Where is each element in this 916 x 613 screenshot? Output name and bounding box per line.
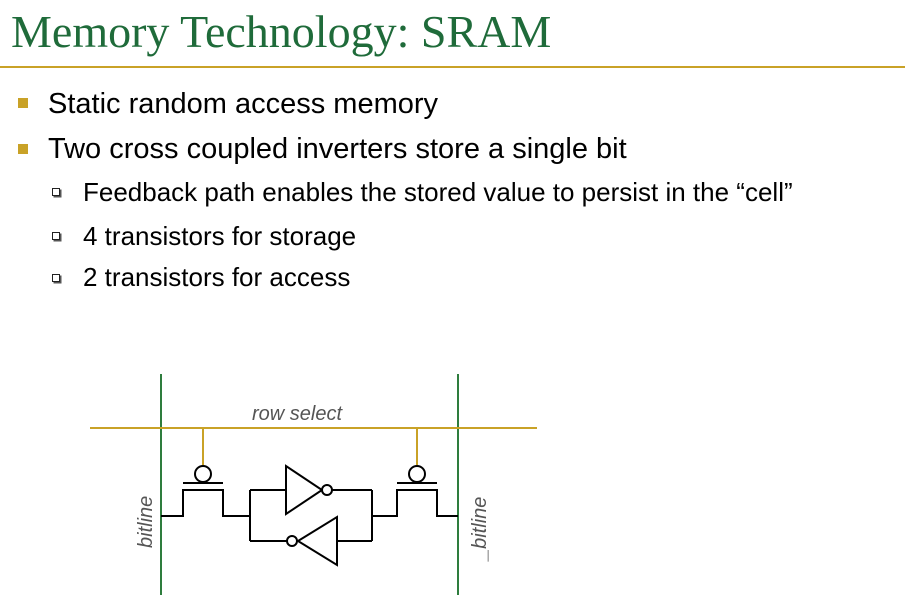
bullet-item: Static random access memory bbox=[48, 88, 439, 120]
bullet-marker-square bbox=[18, 98, 28, 108]
slide-title: Memory Technology: SRAM bbox=[11, 6, 552, 57]
row-select-label: row select bbox=[252, 403, 343, 425]
bitline-left-label: bitline bbox=[135, 496, 157, 548]
access-transistor-right bbox=[372, 465, 458, 517]
bullet-item: Two cross coupled inverters store a sing… bbox=[48, 133, 627, 165]
sub-bullet-item: 4 transistors for storage bbox=[83, 221, 357, 251]
title-divider bbox=[0, 66, 905, 68]
bitline-right-label: _bitline bbox=[469, 497, 491, 562]
bullet-list: Static random access memory Two cross co… bbox=[18, 88, 793, 292]
cross-coupled-inverters bbox=[249, 464, 373, 567]
bullet-marker-hollow bbox=[52, 188, 60, 196]
sub-bullet-item: 2 transistors for access bbox=[83, 262, 351, 292]
sub-bullet-item: Feedback path enables the stored value t… bbox=[83, 177, 793, 207]
bullet-marker-hollow bbox=[52, 274, 60, 282]
access-transistor-left bbox=[161, 465, 250, 517]
bullet-marker-hollow bbox=[52, 232, 60, 240]
bullet-marker-square bbox=[18, 144, 28, 154]
